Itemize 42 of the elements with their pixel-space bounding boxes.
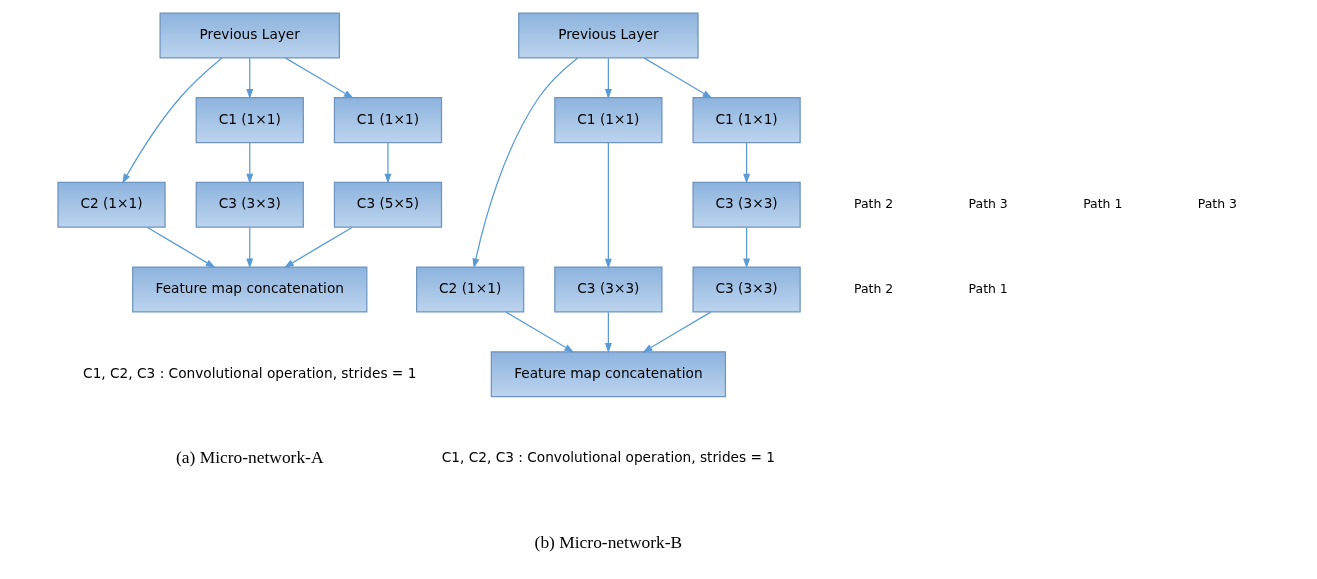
node-box: C3 (3×3)	[195, 181, 304, 228]
arrow	[283, 226, 353, 268]
arrow	[643, 57, 713, 99]
node-box: C3 (3×3)	[692, 181, 801, 228]
node-box: C1 (1×1)	[333, 97, 443, 144]
arrow	[604, 57, 612, 100]
node-box: C1 (1×1)	[692, 97, 801, 144]
label: Path 1	[1083, 195, 1123, 211]
arrow	[246, 227, 254, 269]
label: C1, C2, C3 : Convolutional operation, strides = 1	[441, 449, 776, 466]
node-box: C1 (1×1)	[554, 97, 663, 144]
arrow	[122, 57, 223, 184]
arrow	[642, 311, 712, 353]
label: Path 2	[854, 280, 894, 296]
arrow	[743, 227, 751, 269]
label: (a) Micro-network-A	[175, 447, 324, 468]
node-box: C3 (5×5)	[333, 181, 443, 228]
label: (b) Micro-network-B	[534, 532, 683, 553]
node-box: C3 (3×3)	[554, 266, 663, 313]
node-box: C2 (1×1)	[416, 266, 525, 313]
arrow	[384, 142, 392, 184]
node-box: Feature map concatenation	[490, 351, 727, 398]
node-box: C2 (1×1)	[57, 181, 166, 228]
arrow	[285, 57, 354, 99]
node-box: Previous Layer	[518, 12, 699, 59]
arrow	[604, 311, 612, 354]
arrow	[246, 142, 254, 184]
label: Path 3	[1197, 195, 1237, 211]
arrow	[505, 311, 575, 353]
label: Path 1	[968, 280, 1008, 296]
arrow	[743, 142, 751, 184]
node-box: Feature map concatenation	[132, 266, 368, 313]
node-box: C3 (3×3)	[692, 266, 801, 313]
arrow	[472, 57, 579, 269]
node-box: C1 (1×1)	[195, 97, 304, 144]
label: Path 3	[968, 195, 1008, 211]
arrow	[604, 142, 612, 269]
arrow	[146, 226, 216, 268]
node-box: Previous Layer	[159, 12, 341, 59]
label: C1, C2, C3 : Convolutional operation, strides = 1	[83, 364, 417, 381]
arrow	[246, 57, 254, 100]
label: Path 2	[854, 195, 894, 211]
